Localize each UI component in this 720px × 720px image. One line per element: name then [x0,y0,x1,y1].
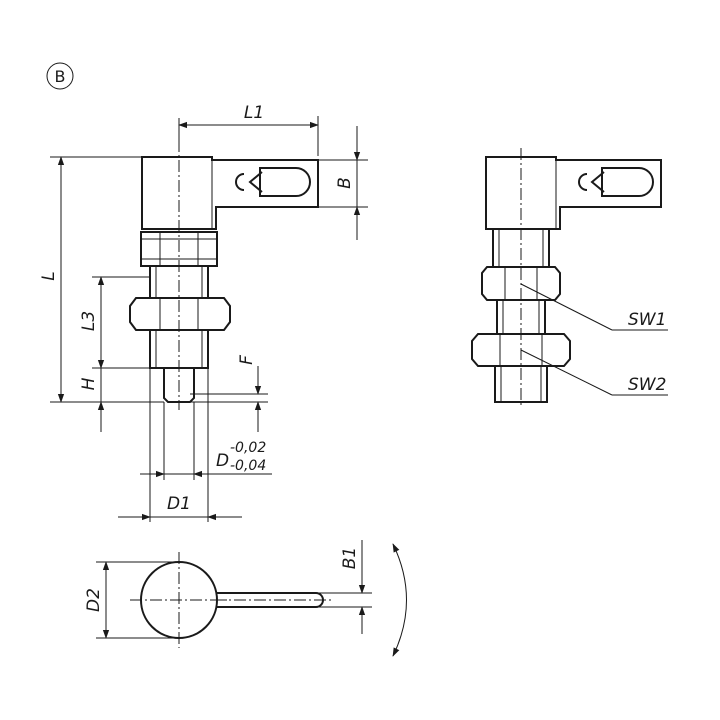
dim-B: B [335,177,355,189]
dim-L1: L1 [244,103,264,123]
view-marker-label: B [55,67,66,86]
lever-detent [235,173,245,191]
lower-hex-nut [129,297,231,331]
lever-slot [259,167,311,197]
label-SW1: SW1 [628,310,666,330]
top-view-lever-arm [213,592,324,608]
view-marker: B [46,62,74,90]
dim-L: L [39,271,59,280]
front-view [129,140,319,522]
dim-H: H [79,377,99,390]
dim-D-tolerance-upper: -0,02 [230,440,266,456]
rotation-arrow-icon [392,543,407,657]
side-view: SW1 SW2 [471,148,668,408]
lever-arrow-icon [248,171,263,193]
dim-D1: D1 [167,494,191,514]
side-lever-arrow-icon [590,171,605,193]
dim-D2: D2 [84,588,104,612]
top-view: D2 B1 [84,540,407,657]
side-lever-slot [601,167,654,197]
label-SW2: SW2 [628,375,666,395]
dim-B1: B1 [340,547,360,569]
side-lever-detent [578,173,588,191]
dim-L3: L3 [79,311,99,331]
front-dimensions: L1 B L L3 H F D -0,02 -0,04 [39,103,368,521]
dim-F: F [237,355,257,365]
dim-D-tolerance-lower: -0,04 [230,458,266,474]
dim-D: D [216,451,229,471]
